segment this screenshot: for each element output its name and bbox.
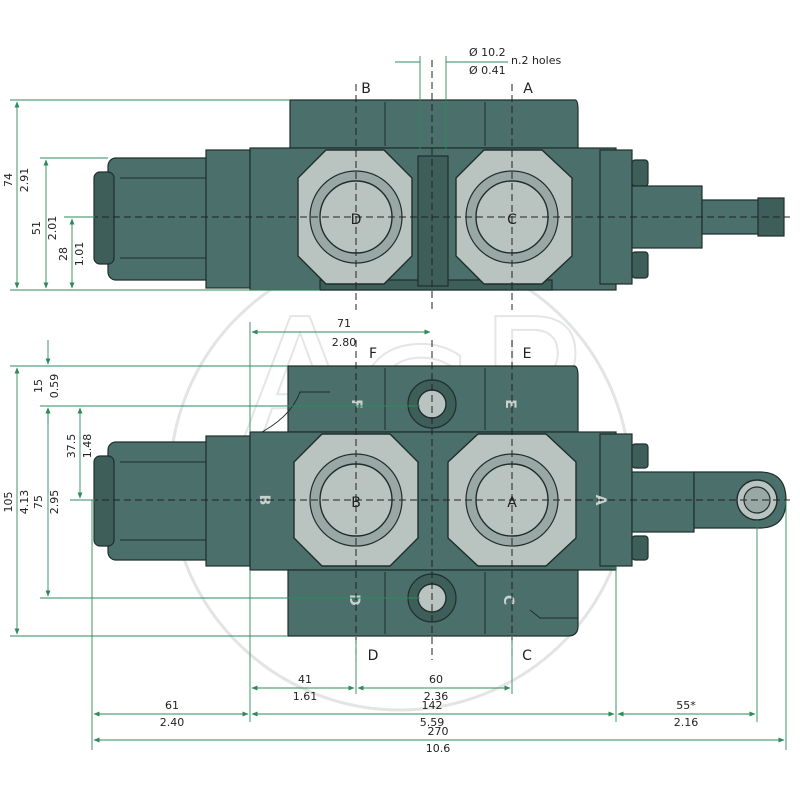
dim-left-mm: 61 [165,699,179,712]
dim-port-in: 1.48 [81,434,94,459]
dim-top-height-mm: 74 [2,173,15,187]
dim-right-in: 2.16 [674,716,699,729]
cast-letter-f: F [348,399,364,409]
top-spool-left-label: D [351,212,362,228]
dim-top-mm: 15 [32,379,45,393]
front-view: F E B A D C F E D C B A [80,340,790,664]
dim-top-in: 0.59 [48,374,61,399]
cast-letter-d: D [346,594,362,606]
dim-top-offset-mm: 71 [337,317,351,330]
dim-top-offset-in: 2.80 [332,336,357,349]
dim-body-mm: 142 [422,699,443,712]
dim-top-mid-mm: 51 [30,221,43,235]
top-port-right-label: A [523,81,533,97]
front-top-label-f: F [369,346,377,362]
front-spool-label-b: B [351,495,361,511]
dim-spool-b-mm: 60 [429,673,443,686]
dim-total-height-mm: 105 [2,492,15,513]
dim-holes-mm: 75 [32,495,45,509]
dim-body-in: 5.59 [420,716,445,729]
dim-port-mm: 37.5 [65,434,78,459]
front-view-dimensions: 71 2.80 105 4.13 15 0.59 37.5 1.48 75 2.… [2,317,787,755]
dim-top-height-in: 2.91 [18,168,31,193]
dim-holes-in: 2.95 [48,490,61,515]
dim-top-mid-in: 2.01 [46,216,59,241]
dim-top-low-mm: 28 [57,247,70,261]
cast-letter-e: E [502,399,518,409]
front-bottom-label-d: D [368,648,379,664]
top-spool-right-label: C [507,212,517,228]
dim-total-height-in: 4.13 [18,490,31,515]
cast-letter-b: B [256,495,272,506]
dim-overall-mm: 270 [428,725,449,738]
dim-top-low-in: 1.01 [73,242,86,267]
front-spool-label-a: A [507,495,517,511]
mounting-hole-top [407,379,457,429]
dim-overall-in: 10.6 [426,742,451,755]
top-left-handle [93,149,251,289]
hole-diameter-in: Ø 0.41 [469,64,506,77]
top-view-dimensions: 74 2.91 51 2.01 28 1.01 [2,99,320,291]
front-left-handle [93,435,251,567]
hole-diameter-mm: Ø 10.2 [469,46,506,59]
dim-spool-a-mm: 41 [298,673,312,686]
top-port-left-label: B [361,81,371,97]
dim-right-mm: 55* [676,699,696,712]
front-right-clevis [631,471,787,533]
top-view: B A D C [80,60,790,310]
dim-spool-a-in: 1.61 [293,690,318,703]
front-top-label-e: E [523,346,532,362]
dim-left-in: 2.40 [160,716,185,729]
dim-spool-b-in: 2.36 [424,690,449,703]
front-bottom-label-c: C [522,648,532,664]
hole-note: Ø 10.2 Ø 0.41 n.2 holes [395,46,561,150]
cast-letter-c: C [500,595,516,605]
top-upper-housing [289,99,579,149]
hole-count: n.2 holes [511,54,561,67]
